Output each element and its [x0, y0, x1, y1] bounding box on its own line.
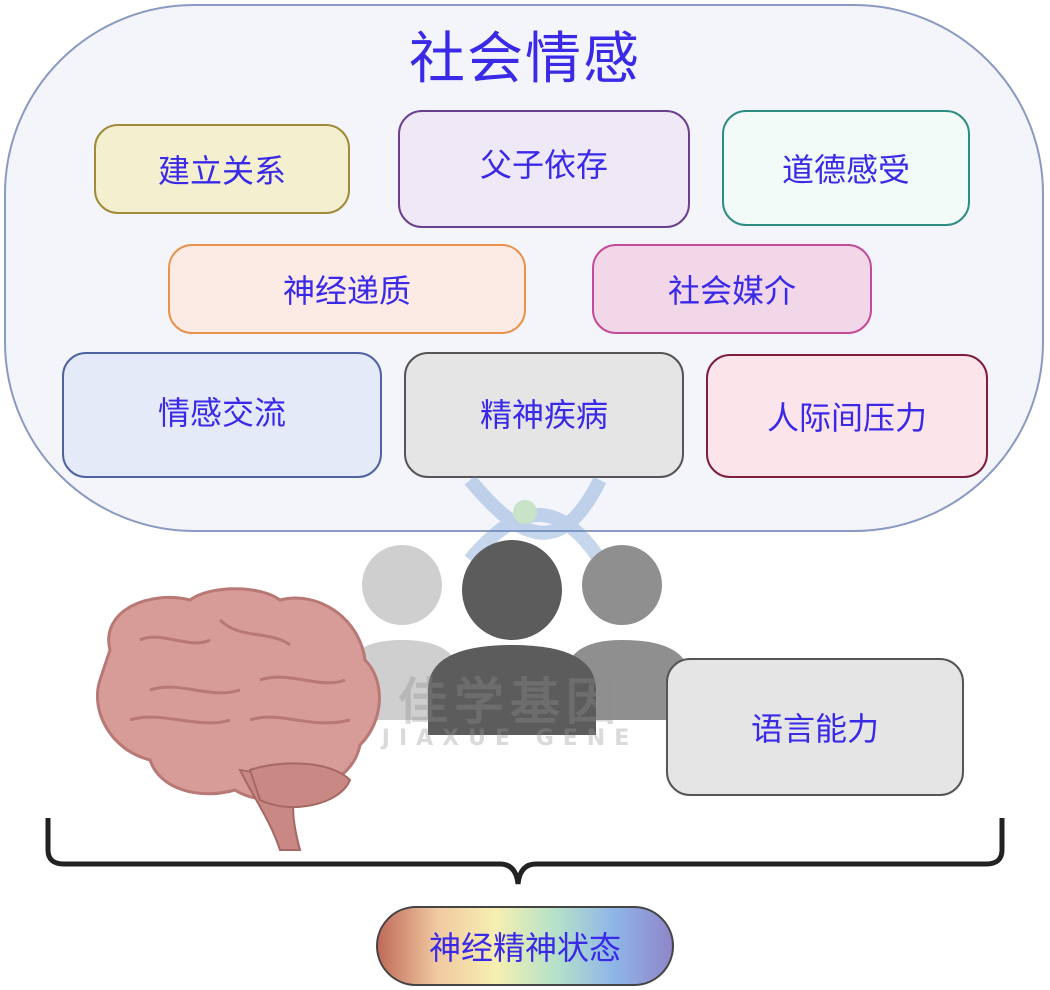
box-mental-illness: 精神疾病: [404, 352, 684, 478]
box-social-medium: 社会媒介: [592, 244, 872, 334]
bracket-line: [45, 818, 1005, 885]
box-language-ability: 语言能力: [666, 658, 964, 796]
box-parent-child-dependence: 父子依存: [398, 110, 690, 228]
brain-icon: [95, 587, 381, 851]
box-moral-feeling: 道德感受: [722, 110, 970, 226]
neuropsychiatric-state-pill: 神经精神状态: [376, 906, 674, 986]
people-group-icon: [345, 540, 690, 735]
box-build-relationship: 建立关系: [94, 124, 350, 214]
watermark-logo-icon: [464, 475, 607, 565]
box-interpersonal-stress: 人际间压力: [706, 354, 988, 478]
panel-title: 社会情感: [409, 27, 641, 92]
box-neurotransmitter: 神经递质: [168, 244, 526, 334]
box-emotional-communication: 情感交流: [62, 352, 382, 478]
